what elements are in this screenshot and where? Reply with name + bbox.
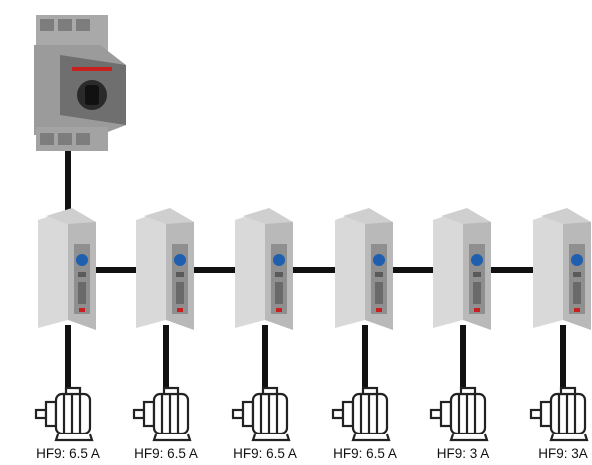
electric-motor-icon <box>132 386 192 442</box>
din-rail-relay-icon <box>335 208 393 330</box>
motor-label: HF9: 6.5 A <box>233 446 297 461</box>
connection-lines <box>65 150 566 390</box>
din-rail-relay-icon <box>533 208 591 330</box>
motor-label: HF9: 6.5 A <box>333 446 397 461</box>
din-rail-relay-icon <box>235 208 293 330</box>
din-rail-relay-icon <box>433 208 491 330</box>
din-rail-relay-icon <box>38 208 96 330</box>
electric-motor-icon <box>34 386 94 442</box>
din-rail-relay-icon <box>136 208 194 330</box>
motor-label: HF9: 6.5 A <box>36 446 100 461</box>
electric-motor-icon <box>331 386 391 442</box>
motor-label: HF9: 3A <box>538 446 588 461</box>
motor-label: HF9: 6.5 A <box>134 446 198 461</box>
electric-motor-icon <box>429 386 489 442</box>
motor-label: HF9: 3 A <box>436 446 490 461</box>
electric-motor-icon <box>231 386 291 442</box>
electric-motor-icon <box>529 386 589 442</box>
motor-protection-breaker-icon <box>34 15 126 151</box>
